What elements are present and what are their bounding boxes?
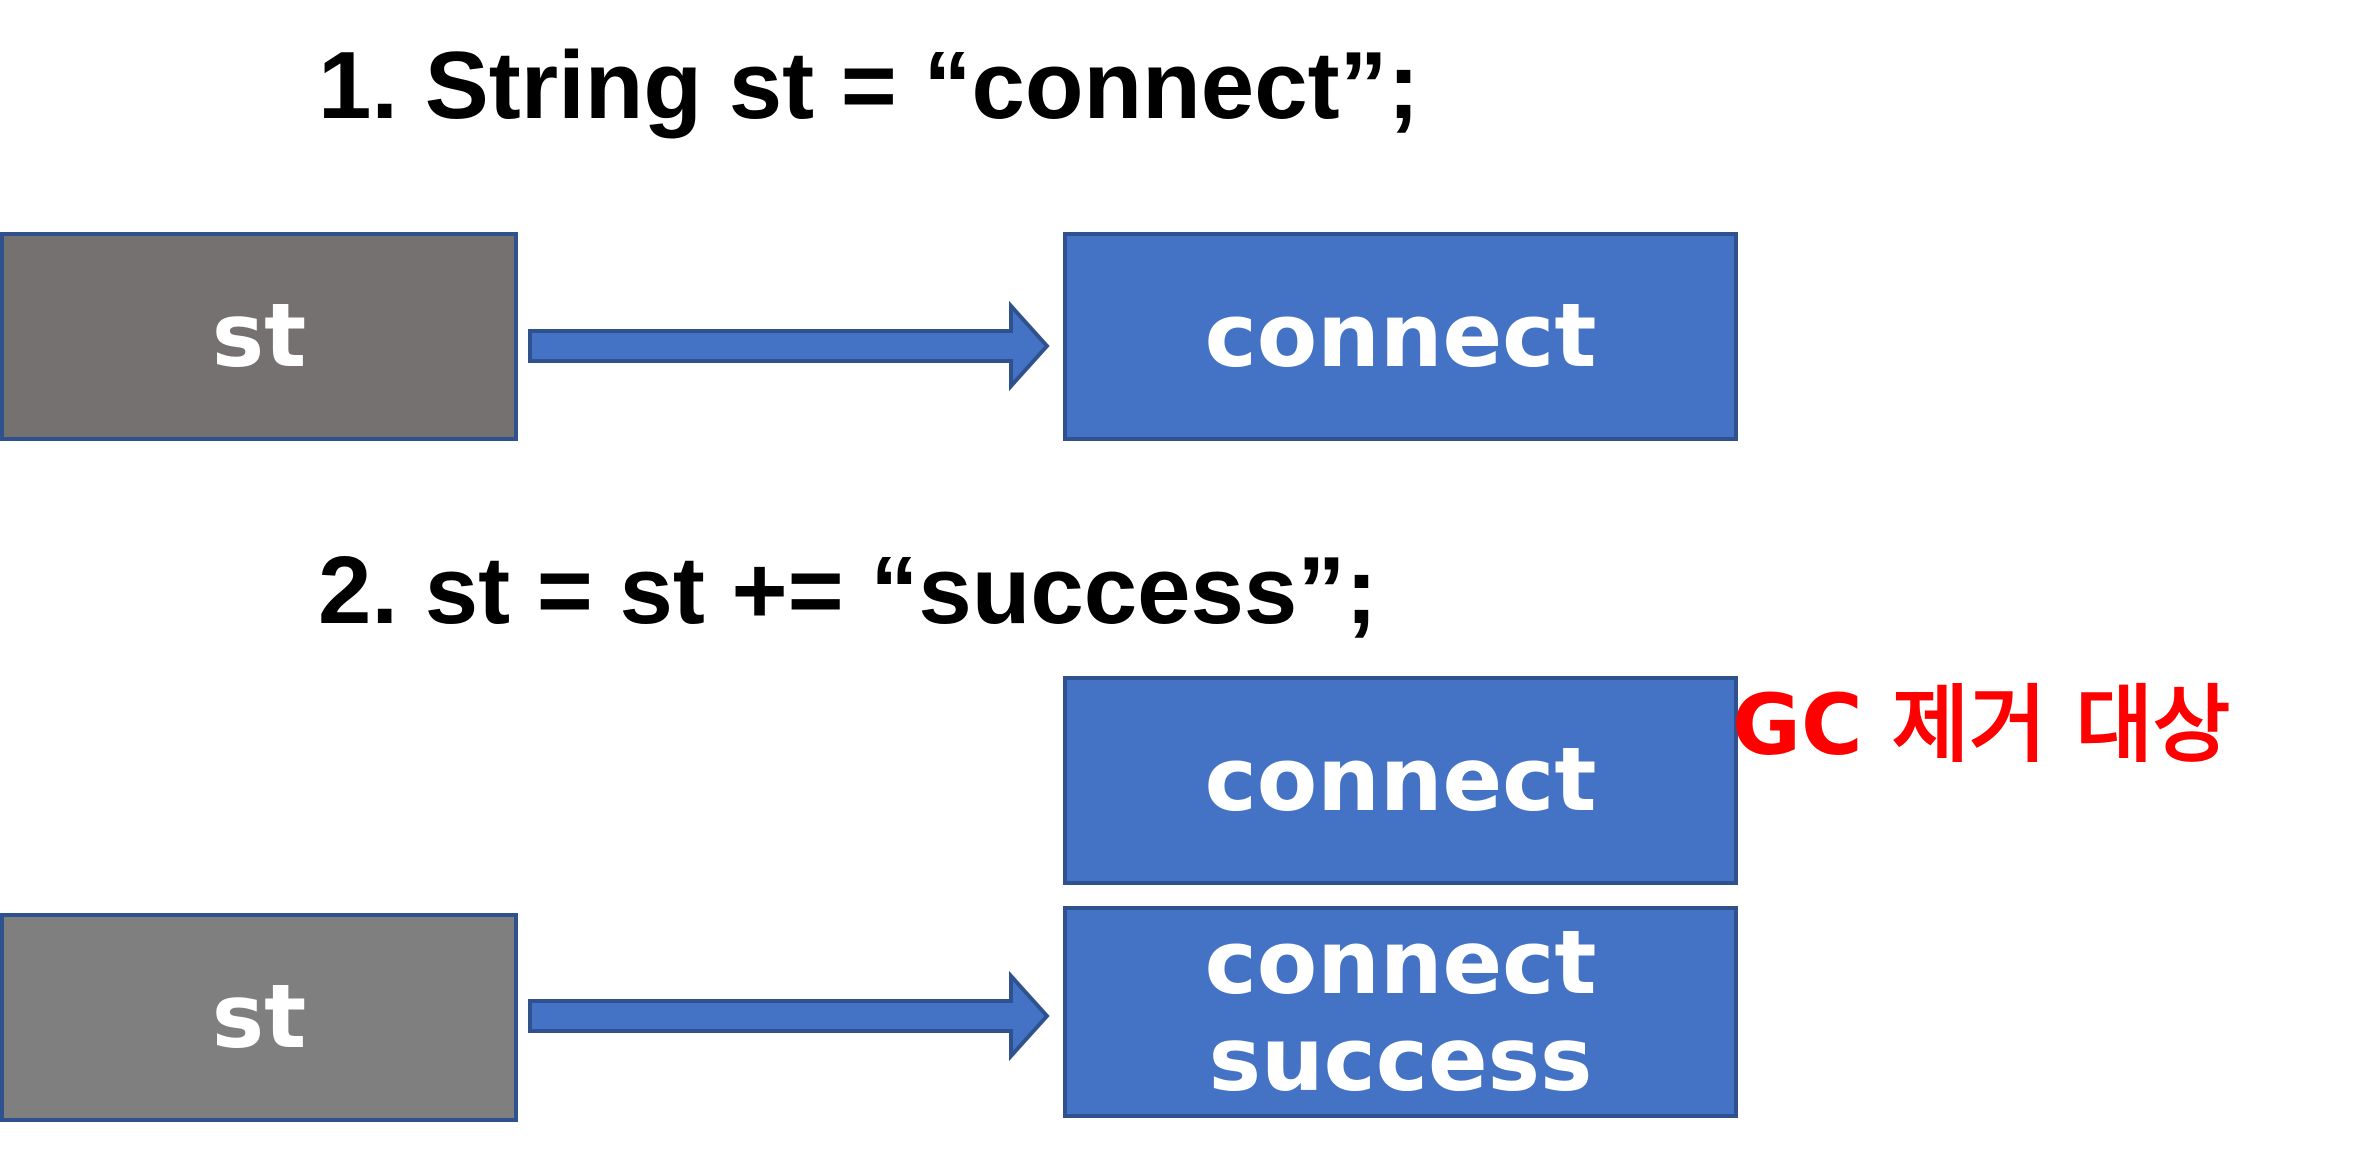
step-2-reference-arrow <box>528 970 1050 1062</box>
step-2-new-string-line-2: success <box>1208 1008 1593 1111</box>
step-2-old-string-value: connect <box>1204 728 1597 832</box>
step-2-old-string-object-box: connect <box>1063 676 1738 885</box>
gc-target-label: GC 제거 대상 <box>1732 676 2231 774</box>
step-2-variable-label: st <box>211 965 307 1069</box>
step-1-variable-box: st <box>0 232 518 441</box>
step-1-string-value: connect <box>1204 284 1597 388</box>
step-2-new-string-line-1: connect <box>1204 911 1597 1015</box>
step-1-code-heading: 1. String st = “connect”; <box>318 32 1420 139</box>
step-2-variable-box: st <box>0 913 518 1122</box>
step-1-reference-arrow <box>528 300 1050 392</box>
step-2-code-heading: 2. st = st += “success”; <box>318 537 1378 644</box>
step-1-string-object-box: connect <box>1063 232 1738 441</box>
step-1-variable-label: st <box>211 284 307 388</box>
step-2-new-string-object-box: connect success <box>1063 906 1738 1118</box>
